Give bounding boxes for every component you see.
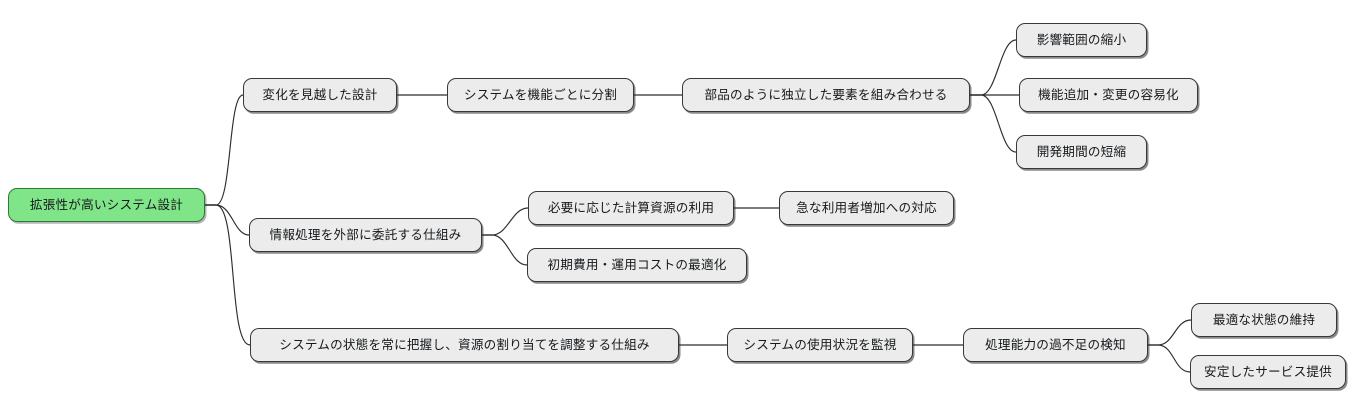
node-handle-user-spike[interactable]: 急な利用者増加への対応 [779,191,954,225]
node-on-demand-compute-label: 必要に応じた計算資源の利用 [547,200,715,215]
node-detect-capacity-gap[interactable]: 処理能力の過不足の検知 [963,328,1148,362]
edge-b2l1-to-b2l2b [482,234,528,266]
node-monitor-usage-label: システムの使用状況を監視 [743,337,897,352]
node-external-processing[interactable]: 情報処理を外部に委託する仕組み [249,218,482,252]
node-reduce-impact-scope[interactable]: 影響範囲の縮小 [1016,23,1147,57]
node-change-aware-design-label: 変化を見越した設計 [262,87,378,102]
node-combine-independent-parts-label: 部品のように独立した要素を組み合わせる [704,87,948,102]
node-maintain-optimal-state[interactable]: 最適な状態の維持 [1191,303,1337,337]
node-monitor-and-allocate-label: システムの状態を常に把握し、資源の割り当てを調整する仕組み [279,337,650,352]
edge-b3l3-to-b3l4a [1148,319,1192,346]
node-root-label: 拡張性が高いシステム設計 [29,197,184,212]
edge-b1l3-to-b1l4a [970,39,1017,96]
node-cost-optimization-label: 初期費用・運用コストの最適化 [547,257,727,272]
node-root[interactable]: 拡張性が高いシステム設計 [8,188,205,222]
node-monitor-usage[interactable]: システムの使用状況を監視 [727,328,913,362]
edge-b3l3-to-b3l4b [1148,344,1191,373]
node-monitor-and-allocate[interactable]: システムの状態を常に把握し、資源の割り当てを調整する仕組み [250,328,679,362]
node-stable-service-label: 安定したサービス提供 [1204,364,1332,379]
node-external-processing-label: 情報処理を外部に委託する仕組み [269,227,462,242]
edge-b2l1-to-b2l2a [482,207,529,236]
edge-root-to-b3 [205,204,251,346]
node-on-demand-compute[interactable]: 必要に応じた計算資源の利用 [528,191,734,225]
node-easy-feature-change[interactable]: 機能追加・変更の容易化 [1019,78,1198,112]
node-reduce-impact-scope-label: 影響範囲の縮小 [1036,32,1127,47]
node-change-aware-design[interactable]: 変化を見越した設計 [243,78,397,112]
edge-b1l3-to-b1l4c [970,94,1017,153]
node-maintain-optimal-state-label: 最適な状態の維持 [1212,312,1316,327]
node-cost-optimization[interactable]: 初期費用・運用コストの最適化 [527,248,747,282]
edge-root-to-b1 [205,94,244,206]
node-easy-feature-change-label: 機能追加・変更の容易化 [1038,87,1179,102]
node-split-by-function[interactable]: システムを機能ごとに分割 [447,78,634,112]
node-detect-capacity-gap-label: 処理能力の過不足の検知 [985,337,1126,352]
node-split-by-function-label: システムを機能ごとに分割 [463,87,618,102]
edge-root-to-b2 [205,204,250,236]
node-stable-service[interactable]: 安定したサービス提供 [1190,355,1346,389]
node-combine-independent-parts[interactable]: 部品のように独立した要素を組み合わせる [682,78,970,112]
node-shorter-dev-period[interactable]: 開発期間の短縮 [1016,135,1147,169]
node-handle-user-spike-label: 急な利用者増加への対応 [796,200,937,215]
node-shorter-dev-period-label: 開発期間の短縮 [1036,144,1127,159]
